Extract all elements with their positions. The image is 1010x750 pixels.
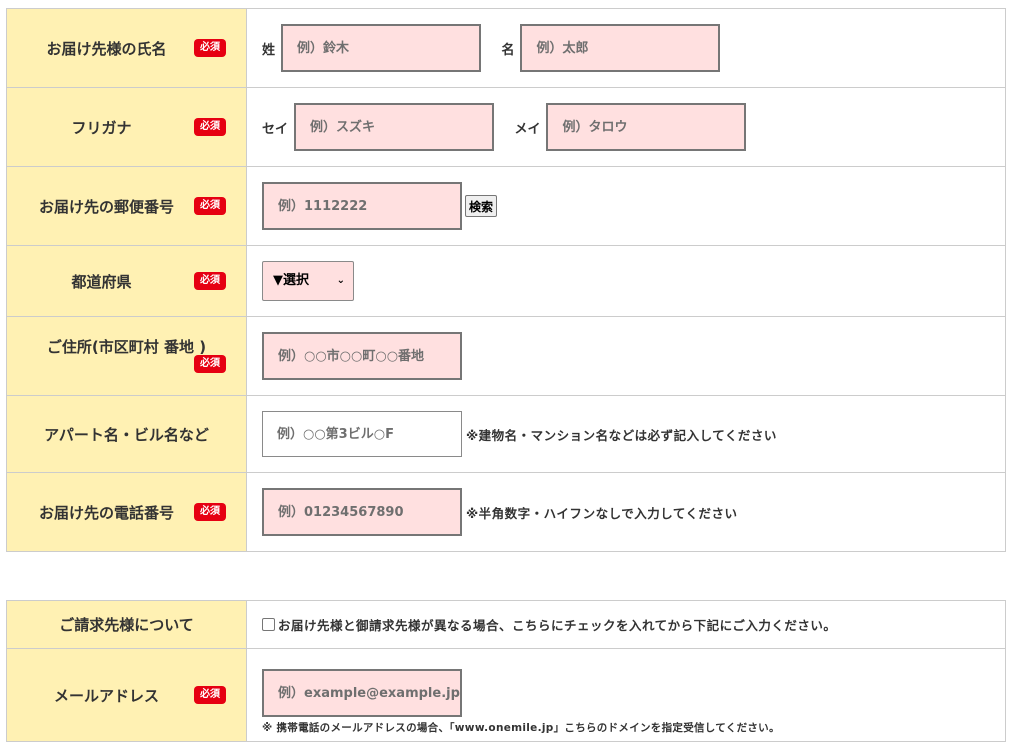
- name-cell: 姓 名: [246, 8, 1006, 88]
- prefecture-selected-value: ▼選択: [273, 273, 309, 288]
- phone-note: ※半角数字・ハイフンなしで入力してください: [466, 505, 738, 521]
- address-header: ご住所(市区町村 番地 ) 必須: [6, 316, 247, 396]
- address-label-wrap: ご住所(市区町村 番地 ): [7, 336, 246, 357]
- row-address: ご住所(市区町村 番地 ) 必須: [6, 316, 1006, 396]
- billing-label: ご請求先様について: [59, 616, 194, 634]
- first-kana-input[interactable]: [546, 103, 747, 151]
- postal-search-button[interactable]: 検索: [465, 195, 498, 217]
- row-name: お届け先様の氏名 必須 姓 名: [6, 8, 1006, 88]
- billing-cell: お届け先様と御請求先様が異なる場合、こちらにチェックを入れてから下記にご入力くだ…: [246, 600, 1006, 649]
- phone-header: お届け先の電話番号 必須: [6, 472, 247, 552]
- building-note: ※建物名・マンション名などは必ず記入してください: [466, 427, 777, 443]
- last-kana-label: セイ: [262, 121, 289, 137]
- prefecture-label: 都道府県: [71, 272, 132, 291]
- first-kana-label: メイ: [514, 121, 541, 137]
- building-header: アパート名・ビル名など: [6, 395, 247, 473]
- last-name-label: 姓: [262, 42, 276, 58]
- row-prefecture: 都道府県 必須 ▼選択 ⌄: [6, 245, 1006, 317]
- last-name-input[interactable]: [281, 24, 482, 72]
- email-label: メールアドレス: [53, 686, 159, 705]
- chevron-down-icon: ⌄: [336, 275, 345, 286]
- prefecture-cell: ▼選択 ⌄: [246, 245, 1006, 317]
- prefecture-header: 都道府県 必須: [6, 245, 247, 317]
- address-cell: [246, 316, 1006, 396]
- building-input[interactable]: [262, 411, 462, 457]
- first-name-input[interactable]: [520, 24, 721, 72]
- address-label: ご住所(市区町村 番地 ): [46, 337, 207, 356]
- kana-cell: セイ メイ: [246, 87, 1006, 167]
- billing-form-table: ご請求先様について お届け先様と御請求先様が異なる場合、こちらにチェックを入れて…: [6, 600, 1006, 742]
- shipping-form-table: お届け先様の氏名 必須 姓 名 フリガナ 必須 セイ メイ お届け先の郵便番号 …: [6, 8, 1006, 552]
- postal-code-input[interactable]: [262, 182, 462, 230]
- row-phone: お届け先の電話番号 必須 ※半角数字・ハイフンなしで入力してください: [6, 472, 1006, 552]
- billing-different-checkbox[interactable]: [262, 618, 275, 631]
- prefecture-select[interactable]: ▼選択 ⌄: [262, 261, 354, 301]
- name-header: お届け先様の氏名 必須: [6, 8, 247, 88]
- required-badge: 必須: [194, 39, 226, 57]
- postal-label: お届け先の郵便番号: [38, 197, 174, 216]
- required-badge: 必須: [194, 686, 226, 704]
- address-input[interactable]: [262, 332, 462, 380]
- postal-cell: 検索: [246, 166, 1006, 246]
- kana-label: フリガナ: [71, 118, 132, 137]
- last-kana-input[interactable]: [294, 103, 495, 151]
- row-billing: ご請求先様について お届け先様と御請求先様が異なる場合、こちらにチェックを入れて…: [6, 600, 1006, 649]
- email-header: メールアドレス 必須: [6, 648, 247, 742]
- required-badge: 必須: [194, 354, 226, 373]
- building-label: アパート名・ビル名など: [44, 425, 209, 444]
- phone-label: お届け先の電話番号: [38, 503, 174, 522]
- row-kana: フリガナ 必須 セイ メイ: [6, 87, 1006, 167]
- first-name-label: 名: [501, 42, 515, 58]
- row-building: アパート名・ビル名など ※建物名・マンション名などは必ず記入してください: [6, 395, 1006, 473]
- postal-header: お届け先の郵便番号 必須: [6, 166, 247, 246]
- required-badge: 必須: [194, 197, 226, 215]
- required-badge: 必須: [194, 118, 226, 136]
- row-postal: お届け先の郵便番号 必須 検索: [6, 166, 1006, 246]
- name-label: お届け先様の氏名: [46, 39, 167, 58]
- email-input[interactable]: [262, 669, 462, 717]
- building-cell: ※建物名・マンション名などは必ず記入してください: [246, 395, 1006, 473]
- required-badge: 必須: [194, 503, 226, 521]
- kana-header: フリガナ 必須: [6, 87, 247, 167]
- phone-cell: ※半角数字・ハイフンなしで入力してください: [246, 472, 1006, 552]
- billing-checkbox-text[interactable]: お届け先様と御請求先様が異なる場合、こちらにチェックを入れてから下記にご入力くだ…: [278, 618, 837, 633]
- email-cell: ※ 携帯電話のメールアドレスの場合、「www.onemile.jp」こちらのドメ…: [246, 648, 1006, 742]
- row-email: メールアドレス 必須 ※ 携帯電話のメールアドレスの場合、「www.onemil…: [6, 648, 1006, 742]
- email-note: ※ 携帯電話のメールアドレスの場合、「www.onemile.jp」こちらのドメ…: [262, 722, 780, 734]
- phone-input[interactable]: [262, 488, 462, 536]
- required-badge: 必須: [194, 272, 226, 290]
- billing-header: ご請求先様について: [6, 600, 247, 649]
